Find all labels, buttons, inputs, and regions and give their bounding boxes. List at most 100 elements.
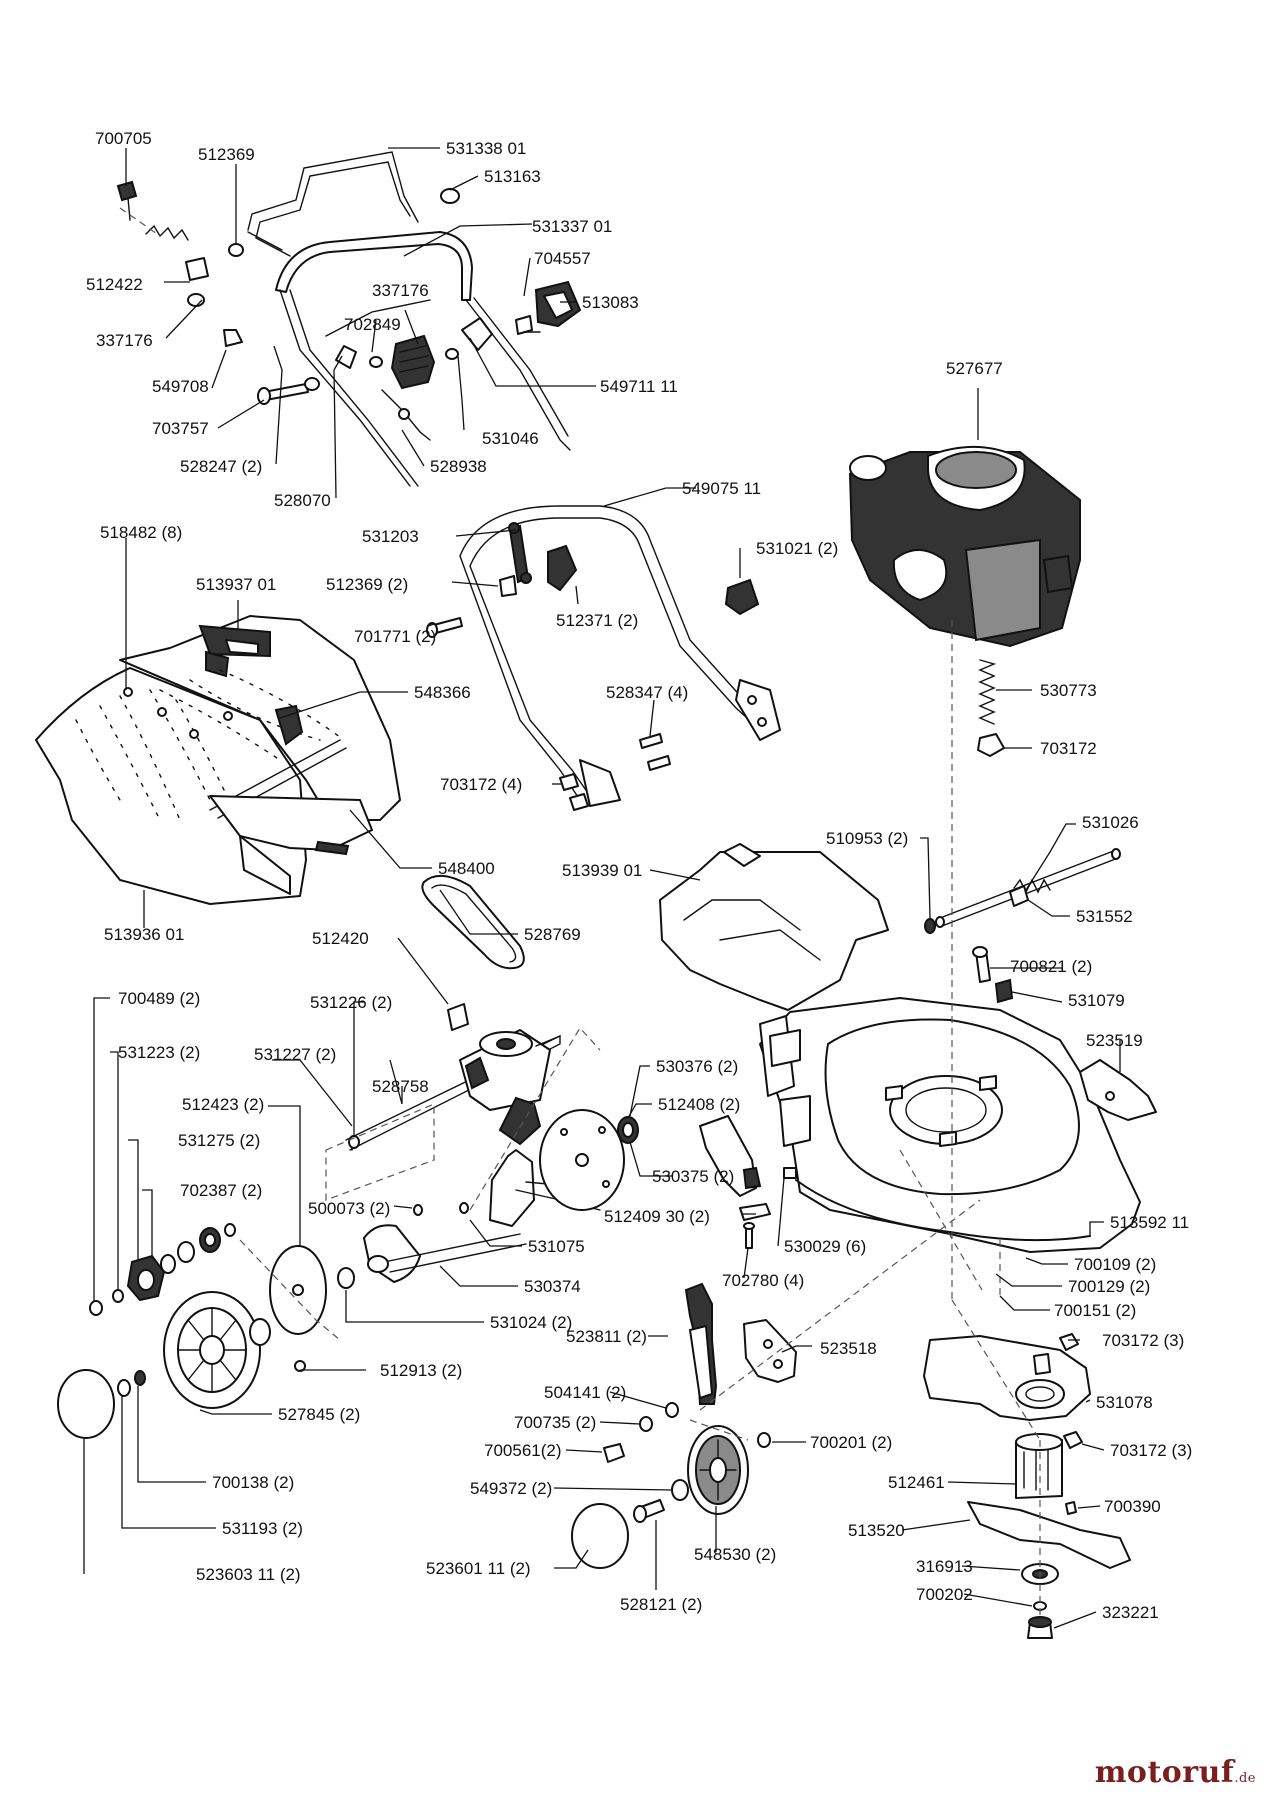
label-316913: 316913 [916,1557,973,1576]
label-703757: 703757 [152,419,209,438]
label-528121-2: 528121 (2) [620,1595,702,1614]
label-523518: 523518 [820,1339,877,1358]
label-702780-4: 702780 (4) [722,1271,804,1290]
label-523519: 523519 [1086,1031,1143,1050]
label-531227-2: 531227 (2) [254,1045,336,1064]
upper-handle-assembly [116,151,582,487]
label-528247-2: 528247 (2) [180,457,262,476]
label-512913-2: 512913 (2) [380,1361,462,1380]
label-512369: 512369 [198,145,255,164]
label-518482-8: 518482 (8) [100,523,182,542]
label-530375-2: 530375 (2) [652,1167,734,1186]
label-700151-2: 700151 (2) [1054,1301,1136,1320]
label-548366: 548366 [414,683,471,702]
label-548530-2: 548530 (2) [694,1545,776,1564]
label-703172-3-a: 703172 (3) [1102,1331,1184,1350]
label-531552: 531552 [1076,907,1133,926]
label-700561-2: 700561(2) [484,1441,562,1460]
label-500073-2: 500073 (2) [308,1199,390,1218]
leader-lines [83,147,1121,1629]
label-512420: 512420 [312,929,369,948]
label-528769: 528769 [524,925,581,944]
label-531079: 531079 [1068,991,1125,1010]
gearbox-assembly [345,1003,639,1283]
watermark-logo: motoruf.de [1095,1755,1256,1790]
label-531223-2: 531223 (2) [118,1043,200,1062]
label-523811-2: 523811 (2) [566,1327,647,1346]
label-530374: 530374 [524,1277,581,1296]
label-513520: 513520 [848,1521,905,1540]
front-wheel-group [571,1282,797,1569]
label-512423-2: 512423 (2) [182,1095,264,1114]
label-528347-4: 528347 (4) [606,683,688,702]
label-700735-2: 700735 (2) [514,1413,596,1432]
label-702387-2: 702387 (2) [180,1181,262,1200]
label-701771-2: 701771 (2) [354,627,436,646]
label-531046: 531046 [482,429,539,448]
label-531021-2: 531021 (2) [756,539,838,558]
label-337176-b: 337176 [96,331,153,350]
label-527845-2: 527845 (2) [278,1405,360,1424]
label-504141-2: 504141 (2) [544,1383,626,1402]
rear-axle-531026 [924,659,1121,1004]
label-530376-2: 530376 (2) [656,1057,738,1076]
label-549075-11: 549075 11 [682,479,761,498]
label-548400: 548400 [438,859,495,878]
label-523603-11-2: 523603 11 (2) [196,1565,301,1584]
label-531078: 531078 [1096,1393,1153,1412]
label-323221: 323221 [1102,1603,1159,1622]
label-531203: 531203 [362,527,419,546]
watermark-tld: .de [1234,1771,1256,1786]
label-512409-30-2: 512409 30 (2) [604,1207,710,1226]
label-523601-11-2: 523601 11 (2) [426,1559,531,1578]
label-528938: 528938 [430,457,487,476]
label-512371-2: 512371 (2) [556,611,638,630]
engine-527677 [848,445,1081,648]
label-512408-2: 512408 (2) [658,1095,740,1114]
rear-flap-513939 [659,843,889,1011]
label-700201-2: 700201 (2) [810,1433,892,1452]
label-700129-2: 700129 (2) [1068,1277,1150,1296]
grass-catcher [35,615,401,905]
label-702849: 702849 [344,315,401,334]
height-adjust-512408 [699,1115,797,1249]
label-700109-2: 700109 (2) [1074,1255,1156,1274]
mower-deck-513592 [759,997,1141,1253]
label-528758: 528758 [372,1077,429,1096]
label-513936-01: 513936 01 [104,925,184,944]
label-549708: 549708 [152,377,209,396]
part-number-labels: 700705 512369 531338 01 513163 531337 01… [86,129,1192,1622]
label-512461: 512461 [888,1473,945,1492]
label-700202: 700202 [916,1585,973,1604]
label-531075: 531075 [528,1237,585,1256]
label-527677: 527677 [946,359,1003,378]
label-513083: 513083 [582,293,639,312]
label-513592-11: 513592 11 [1110,1213,1189,1232]
label-530029-6: 530029 (6) [784,1237,866,1256]
label-510953-2: 510953 (2) [826,829,908,848]
belt-528769 [421,875,525,970]
label-700390: 700390 [1104,1497,1161,1516]
assembly-guide-lines [119,207,1041,1620]
label-704557: 704557 [534,249,591,268]
label-700138-2: 700138 (2) [212,1473,294,1492]
label-513939-01: 513939 01 [562,861,642,880]
label-531193-2: 531193 (2) [222,1519,303,1538]
label-512369-2: 512369 (2) [326,575,408,594]
label-700821-2: 700821 (2) [1010,957,1092,976]
blade-group [923,1333,1131,1639]
watermark-name: motoruf [1094,1755,1235,1790]
label-531337-01: 531337 01 [532,217,612,236]
label-703172-a: 703172 [1040,739,1097,758]
label-513163: 513163 [484,167,541,186]
label-549372-2: 549372 (2) [470,1479,552,1498]
label-530773: 530773 [1040,681,1097,700]
label-531026: 531026 [1082,813,1139,832]
label-531024-2: 531024 (2) [490,1313,572,1332]
label-531338-01: 531338 01 [446,139,526,158]
label-337176-a: 337176 [372,281,429,300]
label-703172-3-b: 703172 (3) [1110,1441,1192,1460]
middle-handle-549075 [426,505,781,811]
label-549711-11: 549711 11 [600,377,678,396]
